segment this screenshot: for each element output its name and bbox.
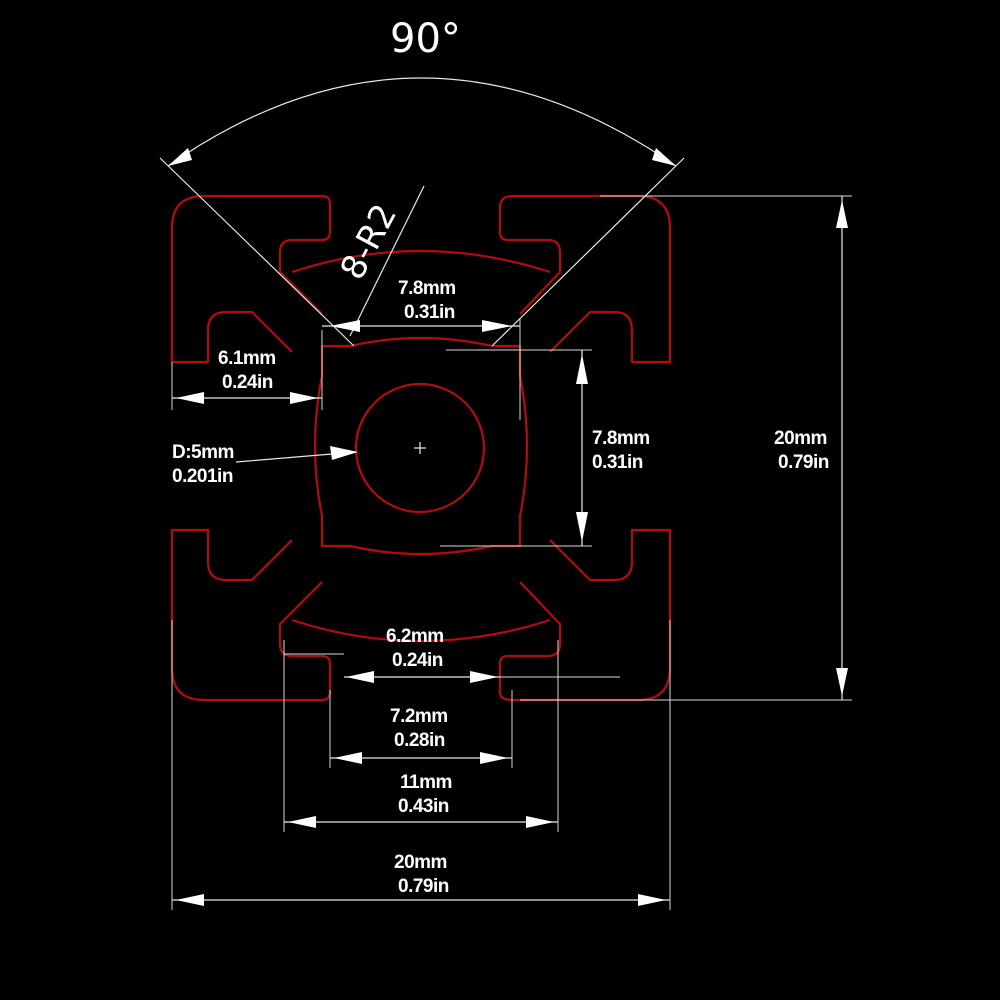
angle-label: 90° xyxy=(390,16,461,62)
dim-top-slot-width xyxy=(322,318,521,420)
overall-height-mm: 20mm xyxy=(774,428,827,449)
slot-inner-mm: 11mm xyxy=(400,772,452,793)
dim-bore-leader xyxy=(235,446,358,463)
radius-leader xyxy=(349,185,425,337)
overall-height-in: 0.79in xyxy=(778,452,829,473)
top-slot-arc xyxy=(291,249,551,274)
bottom-slot-arc xyxy=(291,618,551,643)
slot-neck-in: 0.28in xyxy=(394,730,445,751)
center-bore xyxy=(354,382,486,514)
slot-inner-in: 0.43in xyxy=(398,796,449,817)
top-slot-width-mm: 7.8mm xyxy=(398,278,456,299)
dim-side-slot-height xyxy=(440,349,592,547)
dim-slot-neck xyxy=(329,690,513,768)
core-square xyxy=(313,336,529,556)
corner-top-left xyxy=(170,194,332,364)
bore-diameter-in: 0.201in xyxy=(172,466,233,487)
top-slot-width-in: 0.31in xyxy=(404,302,455,323)
side-depth-in: 0.24in xyxy=(222,372,273,393)
radius-label: 8-R2 xyxy=(333,198,405,287)
overall-width-mm: 20mm xyxy=(394,852,447,873)
slot-neck-mm: 7.2mm xyxy=(390,706,448,727)
corner-bottom-left xyxy=(170,528,332,702)
dim-overall-width xyxy=(171,620,671,910)
slot-opening-in: 0.24in xyxy=(392,650,443,671)
side-slot-height-mm: 7.8mm xyxy=(592,428,650,449)
side-slot-height-in: 0.31in xyxy=(592,452,643,473)
bore-diameter-mm: D:5mm xyxy=(172,442,234,463)
dim-overall-height xyxy=(520,195,852,701)
angle-dimension xyxy=(159,77,685,347)
corner-bottom-right xyxy=(498,528,672,702)
overall-width-in: 0.79in xyxy=(398,876,449,897)
dim-side-depth xyxy=(171,330,323,410)
dim-slot-inner xyxy=(283,640,559,832)
slot-opening-mm: 6.2mm xyxy=(386,626,444,647)
dim-slot-opening xyxy=(284,653,620,683)
side-depth-mm: 6.1mm xyxy=(218,348,276,369)
bore-center-mark xyxy=(414,442,426,454)
corner-top-right xyxy=(498,194,672,364)
